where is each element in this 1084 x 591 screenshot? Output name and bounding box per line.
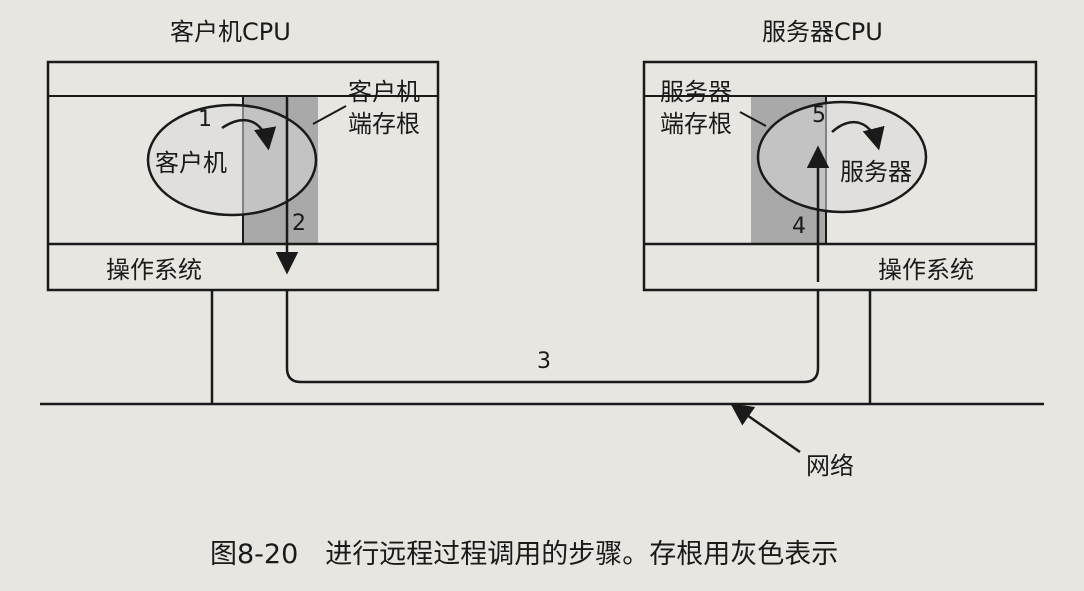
client-os-label: 操作系统: [106, 256, 202, 284]
server-cpu-box: [642, 60, 1038, 292]
server-stub-pointer: [739, 111, 767, 127]
client-stub-label-line2: 端存根: [348, 110, 420, 138]
server-cpu-title: 服务器CPU: [762, 18, 883, 46]
step-2-label: 2: [292, 211, 306, 236]
client-cpu-title: 客户机CPU: [170, 18, 291, 46]
server-stub-label-line2: 端存根: [660, 110, 732, 138]
step-5-label: 5: [812, 103, 826, 128]
step5-arrow: [831, 121, 885, 151]
step1-arrow: [221, 118, 277, 151]
step-3-label: 3: [537, 349, 551, 374]
server-process-label: 服务器: [840, 158, 912, 186]
client-cpu-box: [46, 60, 440, 292]
network-pointer: [730, 403, 801, 454]
client-stub-label-line1: 客户机: [348, 78, 420, 106]
client-process-label: 客户机: [155, 149, 227, 177]
network-label: 网络: [806, 452, 854, 480]
step-4-label: 4: [792, 214, 806, 239]
server-process-ellipse: [756, 100, 928, 214]
network-route: [285, 290, 820, 384]
step-1-label: 1: [198, 107, 212, 132]
client-stub-pointer: [312, 105, 347, 125]
server-stub-label-line1: 服务器: [660, 78, 732, 106]
server-os-label: 操作系统: [878, 256, 974, 284]
figure-caption: 图8-20 进行远程过程调用的步骤。存根用灰色表示: [210, 539, 838, 570]
